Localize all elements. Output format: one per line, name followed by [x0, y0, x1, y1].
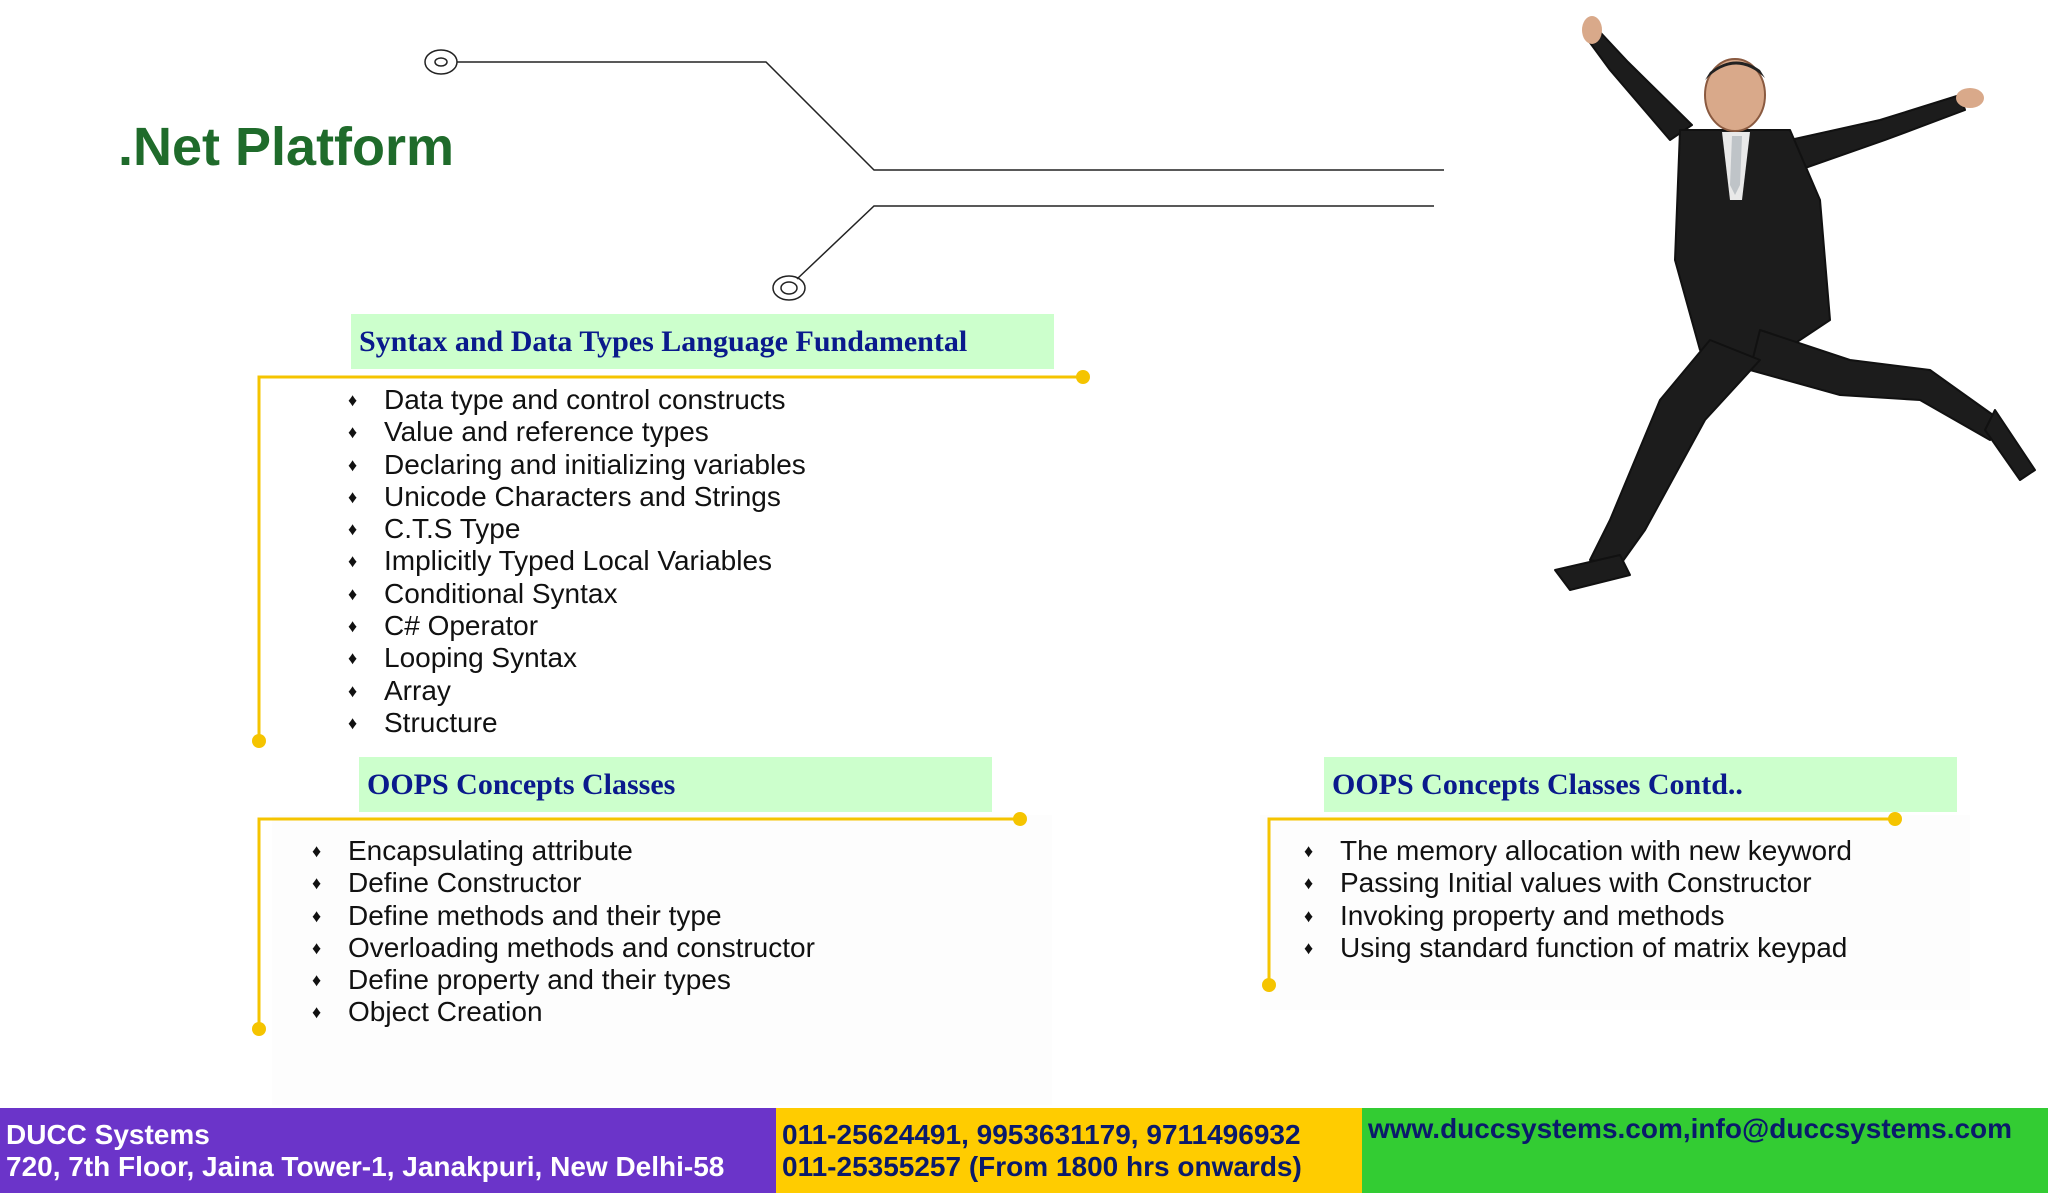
footer-web-email-link[interactable]: www.duccsystems.com,info@duccsystems.com	[1368, 1113, 2013, 1144]
list-item: ♦C# Operator	[348, 610, 539, 642]
diamond-bullet-icon: ♦	[1304, 937, 1314, 958]
diamond-bullet-icon: ♦	[348, 616, 358, 637]
section-connectors	[252, 370, 1902, 1036]
section-panel-right	[1260, 815, 1970, 1010]
list-item: ♦Array	[348, 674, 451, 706]
list-item: ♦Declaring and initializing variables	[348, 448, 806, 480]
list-item: ♦Data type and control constructs	[348, 384, 786, 415]
list-item: ♦Define Constructor	[312, 867, 582, 899]
list-item: ♦Define property and their types	[312, 964, 731, 996]
diamond-bullet-icon: ♦	[348, 712, 358, 733]
section-heading-syntax: Syntax and Data Types Language Fundament…	[351, 314, 1054, 369]
diamond-bullet-icon: ♦	[348, 680, 358, 701]
diamond-bullet-icon: ♦	[312, 937, 322, 958]
list-item: ♦Value and reference types	[348, 416, 709, 448]
diamond-bullet-icon: ♦	[348, 551, 358, 572]
footer-company-name: DUCC Systems	[6, 1118, 210, 1150]
section-heading-oops-contd: OOPS Concepts Classes Contd..	[1324, 757, 1957, 812]
diamond-bullet-icon: ♦	[348, 648, 358, 669]
jumping-businessman-image	[1554, 16, 2036, 591]
footer-phone-numbers: 011-25624491, 9953631179, 9711496932	[782, 1118, 1301, 1150]
diamond-bullet-icon: ♦	[1304, 905, 1314, 926]
diamond-bullet-icon: ♦	[1304, 873, 1314, 894]
list-item: ♦The memory allocation with new keyword	[1304, 835, 1852, 866]
list-item: ♦Overloading methods and constructor	[312, 931, 815, 963]
section-list-oops: ♦Encapsulating attribute ♦Define Constru…	[312, 835, 815, 1029]
diamond-bullet-icon: ♦	[348, 583, 358, 604]
list-item: ♦Structure	[348, 706, 498, 738]
list-item: ♦Unicode Characters and Strings	[348, 480, 781, 512]
list-item: ♦Encapsulating attribute	[312, 835, 633, 866]
diamond-bullet-icon: ♦	[312, 1002, 322, 1023]
diamond-bullet-icon: ♦	[312, 905, 322, 926]
diamond-bullet-icon: ♦	[312, 873, 322, 894]
footer-contact: www.duccsystems.com,info@duccsystems.com	[1362, 1108, 2048, 1193]
list-item: ♦Using standard function of matrix keypa…	[1304, 931, 1848, 963]
list-item: ♦Passing Initial values with Constructor	[1304, 867, 1812, 899]
circuit-decoration	[424, 49, 1444, 301]
footer-company: DUCC Systems 720, 7th Floor, Jaina Tower…	[0, 1108, 776, 1193]
list-item: ♦Implicitly Typed Local Variables	[348, 545, 773, 577]
list-item: ♦Invoking property and methods	[1304, 899, 1725, 931]
footer-address: 720, 7th Floor, Jaina Tower-1, Janakpuri…	[6, 1150, 725, 1182]
list-item: ♦Define methods and their type	[312, 899, 722, 931]
diamond-bullet-icon: ♦	[1304, 841, 1314, 861]
diamond-bullet-icon: ♦	[348, 519, 358, 540]
list-item: ♦C.T.S Type	[348, 513, 521, 545]
section-list-syntax: ♦Data type and control constructs ♦Value…	[348, 384, 806, 739]
list-item: ♦Looping Syntax	[348, 642, 578, 674]
section-heading-oops: OOPS Concepts Classes	[359, 757, 992, 812]
diamond-bullet-icon: ♦	[348, 390, 358, 410]
page-title: .Net Platform	[118, 117, 455, 177]
list-item: ♦Object Creation	[312, 996, 543, 1028]
list-item: ♦Conditional Syntax	[348, 577, 618, 609]
diamond-bullet-icon: ♦	[312, 970, 322, 991]
diamond-bullet-icon: ♦	[348, 486, 358, 507]
diamond-bullet-icon: ♦	[348, 422, 358, 443]
footer-phones: 011-25624491, 9953631179, 9711496932 011…	[776, 1108, 1362, 1193]
footer-phone-evening: 011-25355257 (From 1800 hrs onwards)	[782, 1150, 1302, 1182]
diamond-bullet-icon: ♦	[312, 841, 322, 861]
section-list-oops-contd: ♦The memory allocation with new keyword …	[1304, 835, 1852, 964]
section-panel-left-bottom	[272, 815, 1052, 1105]
diamond-bullet-icon: ♦	[348, 454, 358, 475]
